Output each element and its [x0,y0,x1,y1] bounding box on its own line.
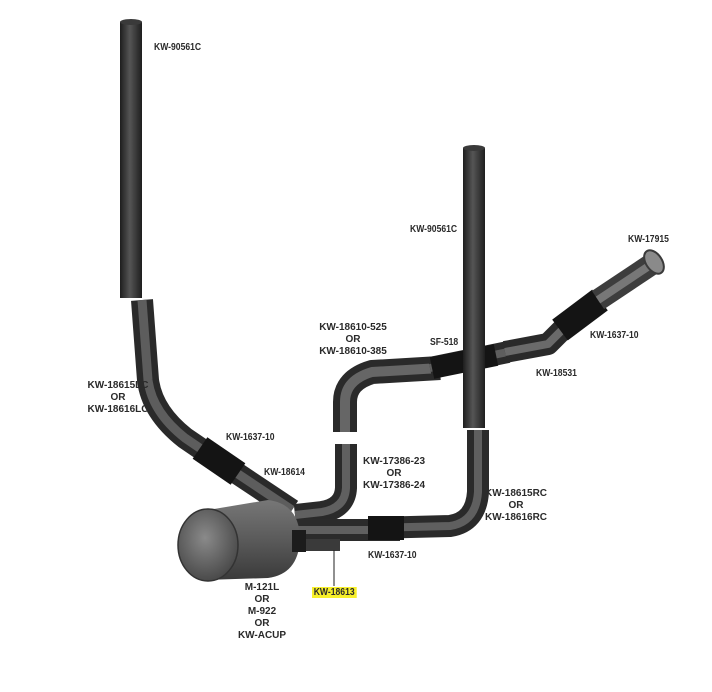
label-bottom-clamp: KW-1637-10 [368,550,417,561]
label-left-clamp: KW-1637-10 [226,432,275,443]
label-right-straight: KW-18531 [536,368,577,379]
tail-pipe [552,249,665,341]
label-left-connector: KW-18614 [264,467,305,478]
label-tail-tip: KW-17915 [628,234,669,245]
label-muffler: M-121L OR M-922 OR KW-ACUP [237,582,287,641]
label-top-elbow: KW-18610-525 OR KW-18610-385 [319,322,387,357]
right-stack-pipe [463,145,485,428]
label-y-pipe-highlighted: KW-18613 [312,587,357,599]
left-clamp [192,437,246,485]
label-right-stack-pipe: KW-90561C [410,224,458,235]
label-center-elbow: KW-17386-23 OR KW-17386-24 [362,456,426,491]
highlight-tag: KW-18613 [312,587,357,598]
label-right-clamp: KW-1637-10 [590,330,639,341]
label-left-elbow: KW-18615LC OR KW-18616LC [87,380,149,415]
center-elbow-pipe [293,444,357,526]
y-pipe [292,516,404,551]
left-elbow-pipe [131,299,299,520]
label-sf-part: SF-518 [430,337,459,348]
label-left-stack-pipe: KW-90561C [154,42,202,53]
muffler [177,500,306,582]
top-elbow-pipe [333,356,441,432]
label-right-elbow: KW-18615RC OR KW-18616RC [484,488,548,523]
left-stack-pipe [120,19,142,298]
right-elbow-pipe [369,430,489,539]
